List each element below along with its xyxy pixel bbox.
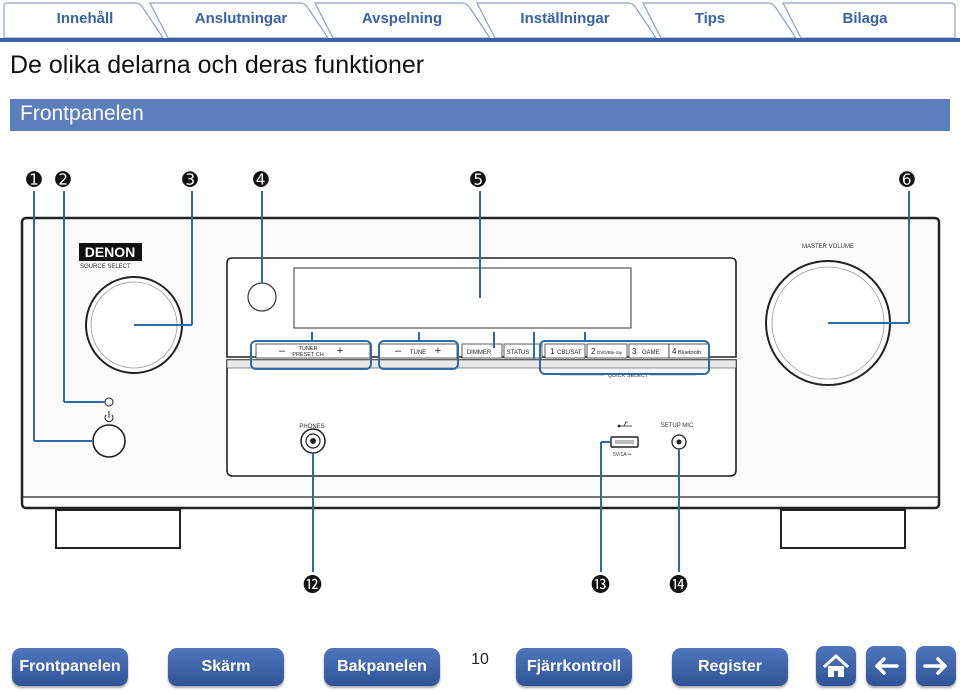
- nav-register-button[interactable]: Register: [672, 648, 788, 686]
- qs3-num: 3: [632, 347, 637, 356]
- tab-tips[interactable]: Tips: [694, 10, 726, 27]
- callout-12: ⓬: [303, 574, 322, 596]
- qs3-label: GAME: [642, 350, 660, 356]
- callout-1: ➊: [26, 169, 42, 191]
- qs4-label: Bluetooth: [678, 350, 701, 356]
- qs4-num: 4: [672, 347, 677, 356]
- tab-avspelning[interactable]: Avspelning: [361, 10, 443, 27]
- section-header-bar: Frontpanelen: [10, 99, 950, 131]
- brand-logo: [79, 243, 142, 261]
- tune-plus-label: +: [435, 345, 441, 357]
- lower-panel: [226, 359, 737, 477]
- top-tab-bar: Innehåll Anslutningar Avspelning Inställ…: [0, 0, 960, 42]
- qs1-num: 1: [550, 347, 555, 356]
- page-title: De olika delarna och deras funktioner: [10, 51, 425, 79]
- power-symbol-icon: [104, 411, 114, 423]
- callout-lines: [33, 191, 910, 572]
- right-foot: [780, 509, 906, 549]
- remote-sensor: [247, 282, 277, 312]
- preset-ch-label: PRESET CH: [292, 352, 323, 358]
- back-button[interactable]: [866, 646, 906, 686]
- callout-14: ⓮: [669, 574, 688, 596]
- tab-innehall[interactable]: Innehåll: [56, 10, 114, 27]
- tab-anslutningar[interactable]: Anslutningar: [194, 10, 288, 27]
- home-button[interactable]: [816, 646, 856, 686]
- qs1-label: CBL/SAT: [557, 350, 582, 356]
- callout-5: ➎: [470, 169, 486, 191]
- tab-bilaga[interactable]: Bilaga: [842, 10, 888, 27]
- qs2-label: DVD/Blu-ray: [597, 350, 623, 355]
- tune-minus-label: –: [395, 345, 402, 357]
- dimmer-label: DIMMER: [467, 350, 492, 356]
- master-volume-label: MASTER VOLUME: [802, 244, 854, 250]
- nav-skarm-button[interactable]: Skärm: [168, 648, 284, 686]
- preset-plus-label: +: [337, 345, 343, 357]
- preset-minus-label: –: [279, 345, 286, 357]
- callout-3: ➌: [182, 169, 198, 191]
- callout-13: ⓭: [591, 574, 610, 596]
- tab-installningar[interactable]: Inställningar: [520, 10, 610, 27]
- power-indicator: [104, 397, 114, 407]
- brand-logo-text: DENON: [85, 244, 136, 260]
- callout-4: ➍: [253, 169, 269, 191]
- page-number: 10: [471, 651, 489, 668]
- home-icon: [822, 654, 850, 677]
- nav-bakpanelen-button[interactable]: Bakpanelen: [324, 648, 440, 686]
- power-button[interactable]: [92, 424, 126, 458]
- usb-icon: [617, 421, 632, 428]
- arrow-left-icon: [875, 657, 899, 675]
- display-window: [293, 267, 632, 329]
- phones-label: PHONES: [299, 424, 324, 430]
- nav-fjarrkontroll-button[interactable]: Fjärrkontroll: [516, 648, 632, 686]
- arrow-right-icon: [923, 657, 947, 675]
- callout-2: ➋: [55, 169, 71, 191]
- usb-power-label: 5V/1A ═: [613, 452, 632, 458]
- qs2-num: 2: [591, 347, 596, 356]
- nav-frontpanelen-button[interactable]: Frontpanelen: [12, 648, 128, 686]
- section-title: Frontpanelen: [20, 102, 144, 125]
- callout-6: ➏: [899, 169, 915, 191]
- tab-bar-background: [0, 2, 960, 42]
- forward-button[interactable]: [916, 646, 956, 686]
- front-panel-diagram: ➊ ➋ ➌ ➍ ➎ ➏ ➐ ➑ ➒ ➓ ⓫ ⓬ ⓭ ⓮ DENON SOURCE…: [20, 169, 941, 596]
- status-label: STATUS: [507, 350, 530, 356]
- left-foot: [55, 509, 181, 549]
- quick-select-label: QUICK SELECT: [608, 373, 649, 379]
- tune-label: TUNE: [410, 350, 426, 356]
- tuner-label: TUNER: [299, 346, 318, 352]
- setup-mic-label: SETUP MIC: [661, 423, 694, 429]
- source-select-label: SOURCE SELECT: [80, 264, 131, 270]
